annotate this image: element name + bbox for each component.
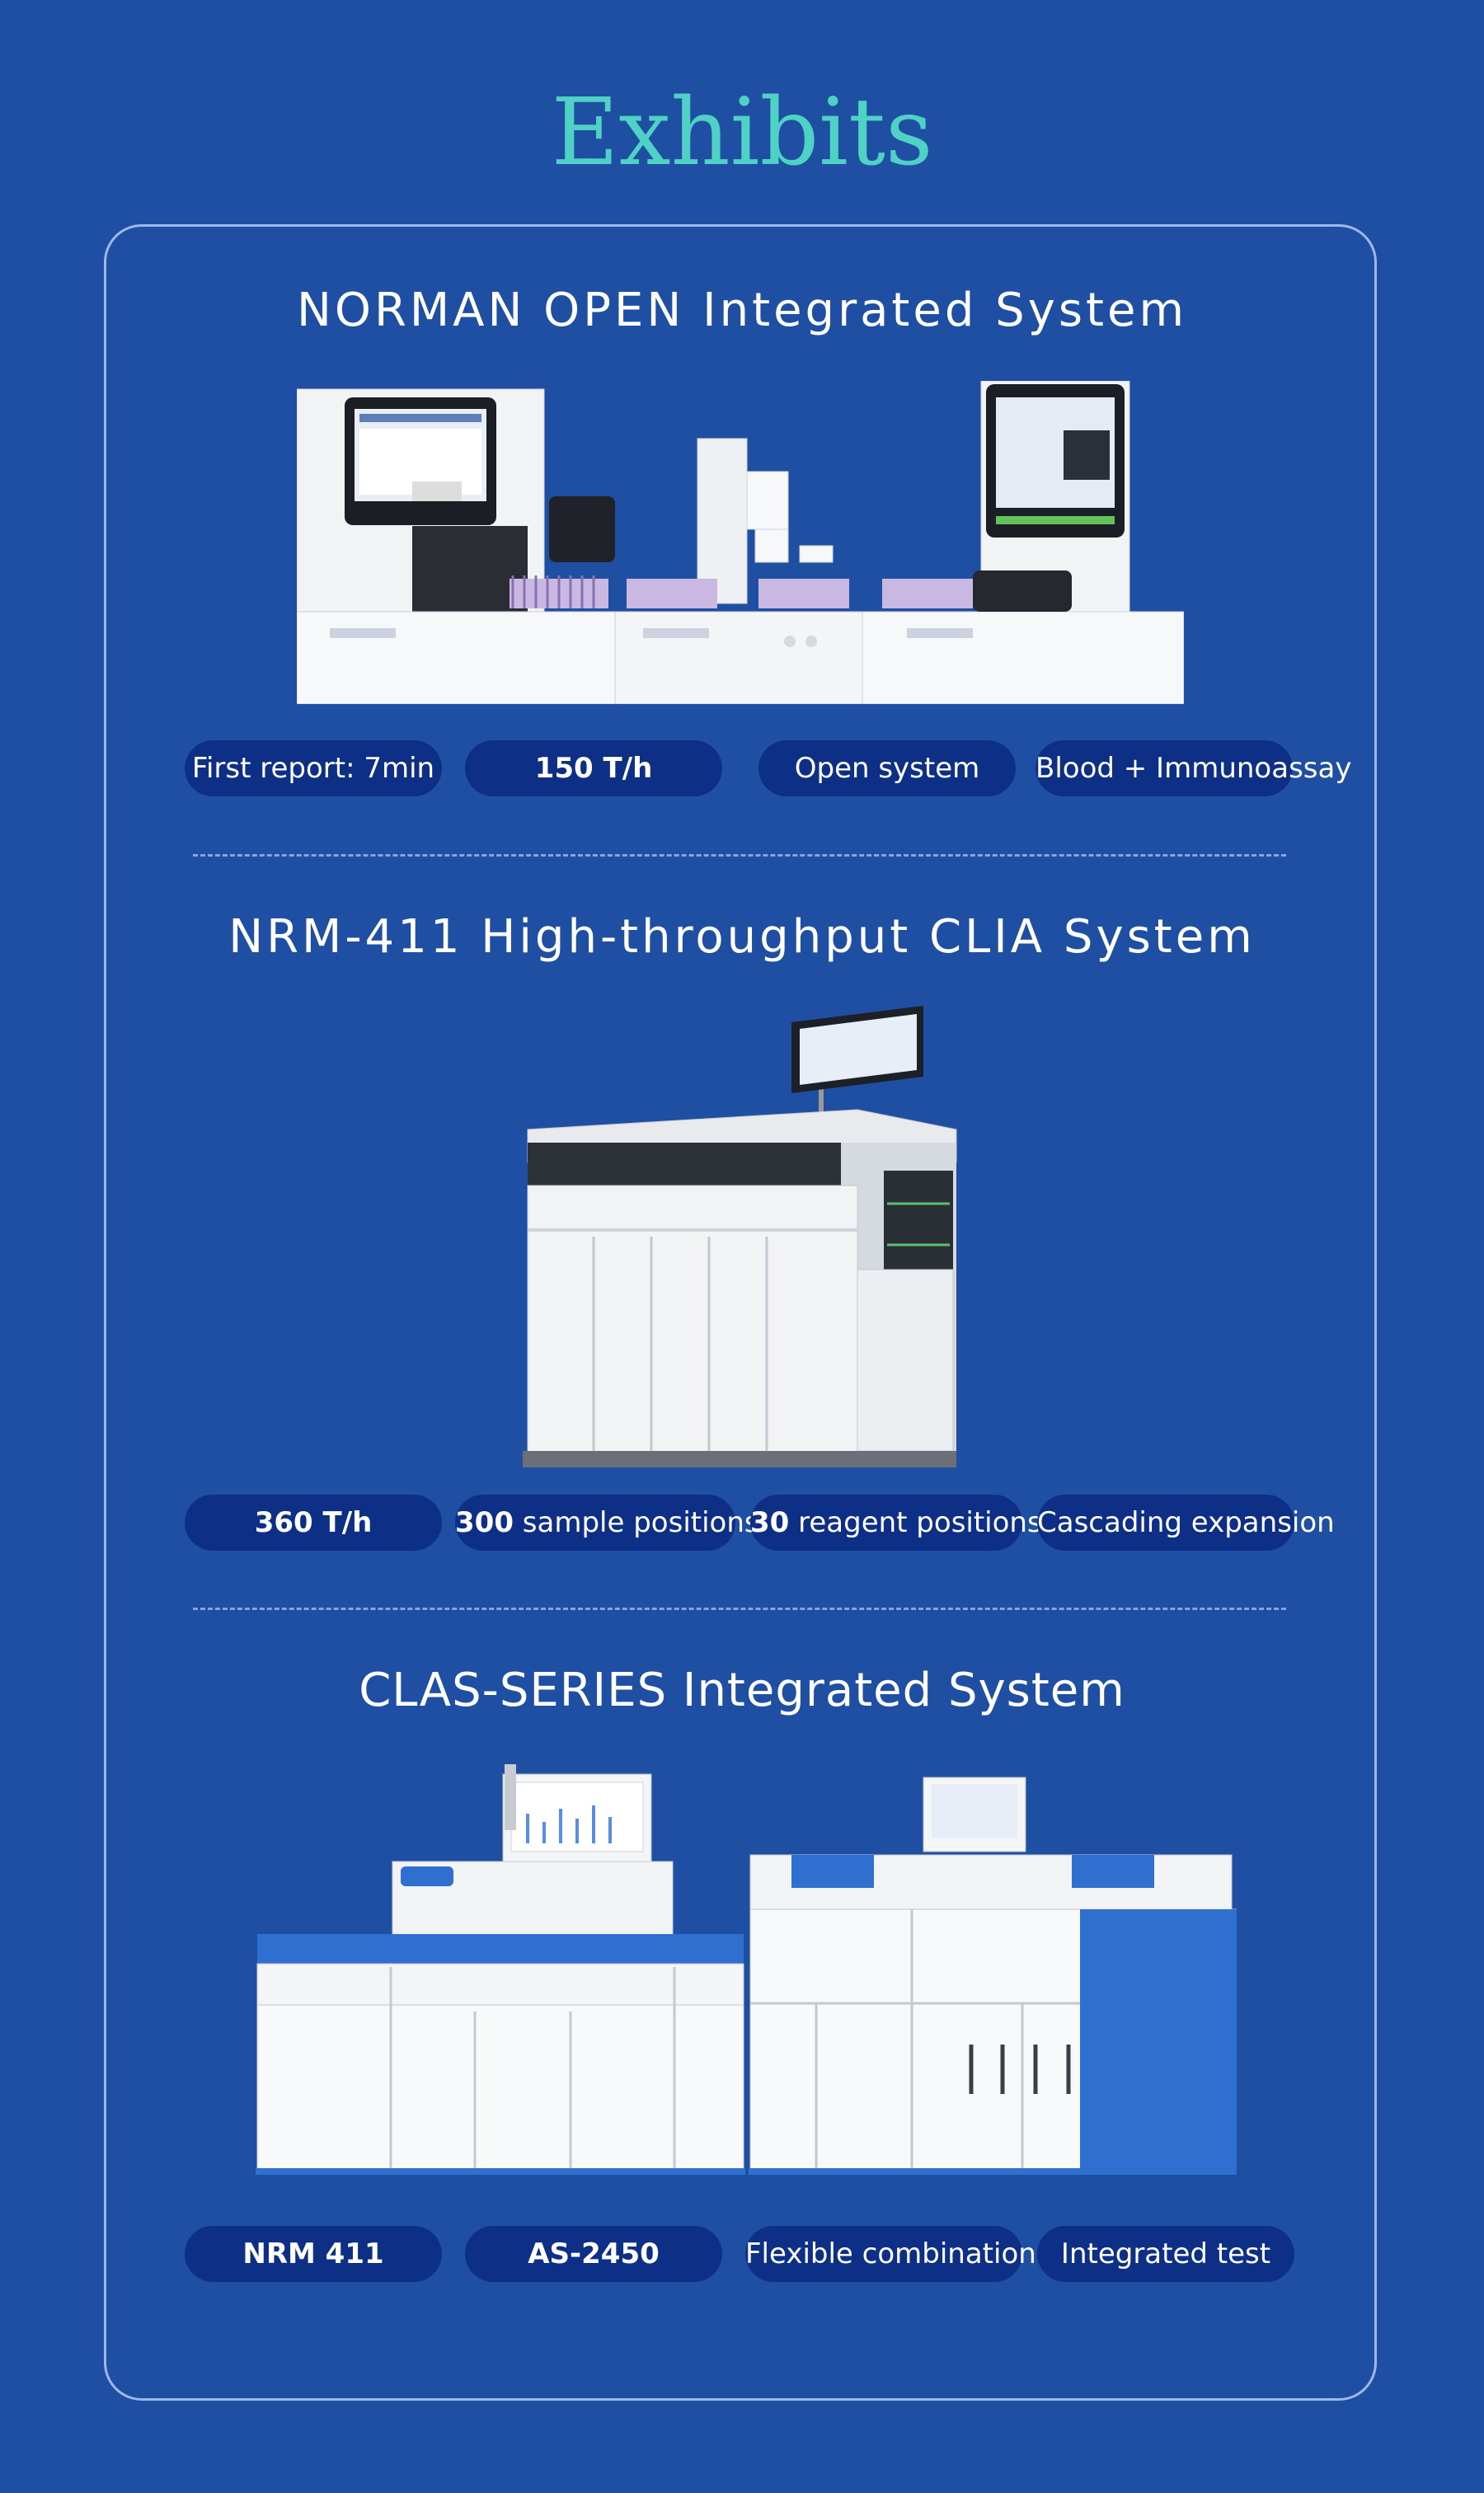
tag-throughput: 150 T/h: [465, 740, 722, 796]
tag-open-system: Open system: [758, 740, 1016, 796]
page-title: Exhibits: [551, 79, 933, 186]
tag-nrm-411: NRM 411: [185, 2226, 442, 2282]
tag-as-2450: AS-2450: [465, 2226, 722, 2282]
section-divider-2: [193, 1608, 1286, 1610]
norman-open-system-image: [297, 381, 1184, 704]
nrm-411-analyzer-image: [511, 998, 973, 1467]
tag-sample-positions: 300 sample positions: [455, 1495, 759, 1551]
sample-positions-count: 300: [455, 1506, 514, 1539]
clas-series-system-image: [256, 1764, 1237, 2185]
reagent-positions-count: 30: [750, 1506, 790, 1539]
section-title-norman-open: NORMAN OPEN Integrated System: [296, 284, 1187, 337]
section-title-clas-series: CLAS-SERIES Integrated System: [359, 1664, 1125, 1717]
tag-first-report: First report: 7min: [185, 740, 442, 796]
reagent-positions-label: reagent positions: [789, 1506, 1042, 1539]
tag-cascading-expansion: Cascading expansion: [1037, 1495, 1335, 1551]
tag-reagent-positions: 30 reagent positions: [750, 1495, 1042, 1551]
tag-blood-immunoassay: Blood + Immunoassay: [1036, 740, 1351, 796]
sample-positions-label: sample positions: [513, 1506, 759, 1539]
exhibits-card: [104, 224, 1377, 2401]
tag-flexible-combination: Flexible combination: [745, 2226, 1036, 2282]
tag-integrated-test: Integrated test: [1037, 2226, 1294, 2282]
section-divider-1: [193, 854, 1286, 857]
tag-throughput-360: 360 T/h: [185, 1495, 442, 1551]
section-title-nrm-411: NRM-411 High-throughput CLIA System: [228, 910, 1256, 964]
